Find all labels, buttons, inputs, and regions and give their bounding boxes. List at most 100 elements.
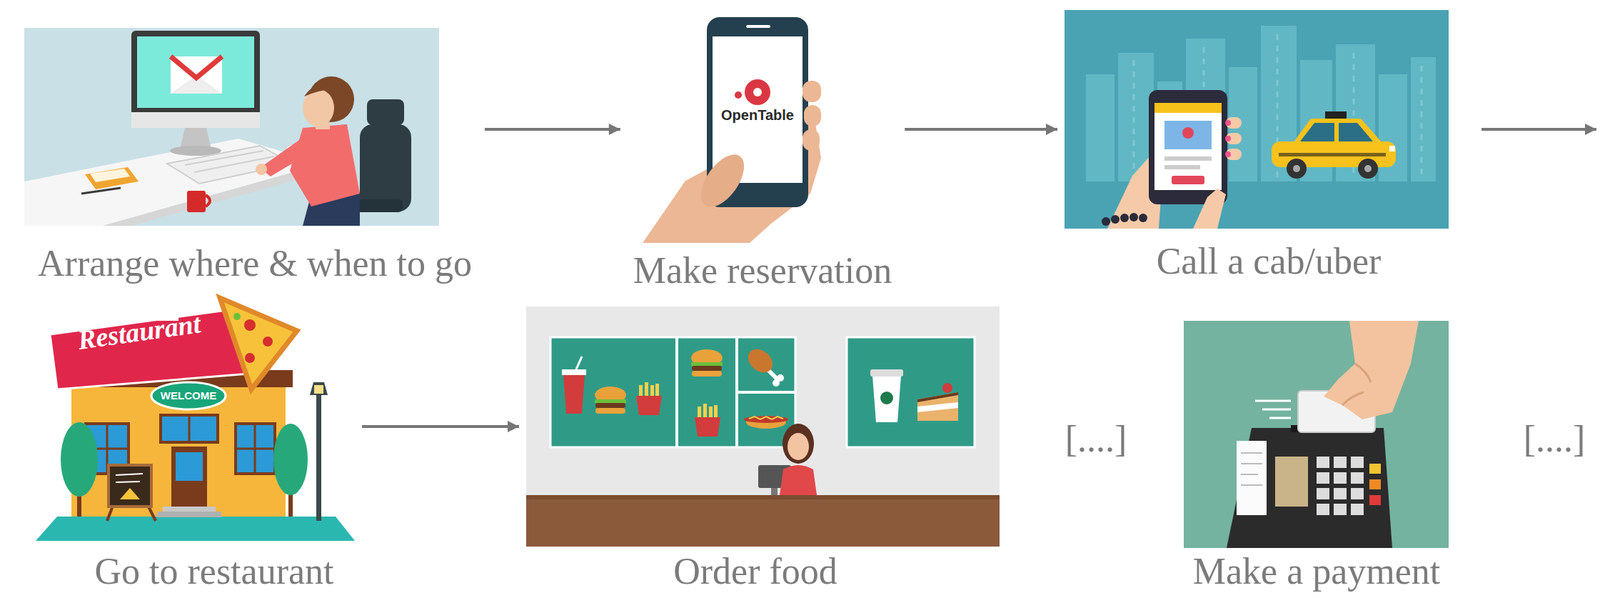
- taxi-illustration-part: [1225, 132, 1242, 145]
- counter-illustration-part: [561, 369, 587, 375]
- counter-illustration-part: [872, 375, 902, 422]
- taxi-illustration-part: [1148, 89, 1228, 205]
- restaurant-illustration-part: [35, 516, 355, 541]
- desk-illustration-part: [89, 168, 130, 183]
- payment-illustration-part: [1316, 456, 1364, 515]
- step-node: Arrange where & when to go: [24, 27, 478, 285]
- counter-illustration-part: [691, 349, 723, 367]
- taxi-illustration-part: [1225, 151, 1231, 158]
- taxi-illustration-part-part: [1133, 59, 1136, 178]
- taxi-illustration-part: [1182, 127, 1194, 139]
- taxi-illustration-part: [1171, 175, 1205, 185]
- counter-illustration-part: [550, 336, 796, 447]
- continue-arrow: [1481, 127, 1597, 131]
- phone-illustration-part: [744, 79, 771, 105]
- counter-illustration-part: [526, 494, 1000, 547]
- counter-illustration-part: [870, 369, 904, 377]
- restaurant-illustration-part-part: [235, 423, 275, 474]
- counter-illustration-part: [691, 370, 722, 377]
- taxi-illustration-part: [1389, 145, 1396, 152]
- counter-illustration-part: [743, 344, 777, 377]
- counter-illustration-part-part: [675, 336, 679, 447]
- taxi-illustration-part: [1164, 156, 1212, 161]
- payment-illustration-part: [1369, 463, 1381, 474]
- desk-illustration-part: [84, 167, 139, 190]
- flow-arrow: [484, 127, 621, 131]
- payment-illustration-part-part: [1333, 456, 1347, 468]
- taxi-illustration-part: [1225, 119, 1231, 126]
- desk-illustration-part: [205, 194, 210, 207]
- payment-illustration-part: [1183, 320, 1449, 548]
- restaurant-illustration-part: [49, 307, 250, 390]
- taxi-illustration-part: [1164, 120, 1212, 150]
- taxi-illustration-part: [1364, 164, 1372, 173]
- taxi-illustration: [1064, 9, 1449, 229]
- desk-illustration-part: [184, 150, 264, 165]
- counter-illustration-part: [576, 356, 582, 370]
- payment-illustration-part-part: [1240, 484, 1263, 486]
- taxi-illustration-part-part: [1420, 65, 1423, 178]
- payment-illustration-part-part: [1350, 503, 1364, 515]
- taxi-illustration-part-part: [1129, 212, 1139, 222]
- counter-illustration-part: [595, 402, 626, 408]
- restaurant-illustration-part: [244, 352, 255, 363]
- phone-illustration-part: [803, 104, 822, 127]
- restaurant-illustration-part: [60, 421, 98, 497]
- payment-illustration-part-part: [1350, 456, 1364, 468]
- desk-illustration-part: [24, 138, 325, 226]
- desk-illustration-part: [170, 56, 223, 78]
- step-caption: Call a cab/uber: [1156, 239, 1382, 283]
- payment-illustration-part: [1226, 427, 1393, 548]
- payment-illustration-part-part: [1269, 416, 1291, 420]
- counter-illustration-part: [694, 416, 721, 437]
- counter-illustration-part: [942, 382, 953, 393]
- welcome-text: WELCOME: [160, 389, 217, 402]
- restaurant-illustration-part-part: [188, 414, 191, 442]
- restaurant-illustration: [35, 287, 355, 541]
- restaurant-illustration-part-part: [115, 473, 143, 475]
- taxi-illustration-part: [1300, 122, 1335, 142]
- taxi-illustration-part: [1154, 102, 1222, 190]
- restaurant-illustration-part: [219, 297, 298, 390]
- taxi-illustration-part-part: [1410, 57, 1436, 182]
- desk-illustration-part: [170, 56, 223, 94]
- taxi-illustration-part-part: [1085, 74, 1115, 182]
- payment-illustration-part-part: [1333, 503, 1347, 515]
- restaurant-illustration-part: [157, 511, 222, 517]
- restaurant-illustration-part: [171, 446, 208, 508]
- phone-illustration-part: [802, 129, 820, 151]
- taxi-illustration-part: [1164, 164, 1201, 170]
- counter-illustration-part: [743, 415, 789, 423]
- step-node: Make reservation: [627, 14, 898, 293]
- taxi-illustration-part: [1193, 188, 1226, 229]
- desk-illustration-part: [366, 99, 405, 125]
- payment-illustration-part: [1275, 456, 1308, 507]
- logo-text: OpenTable: [721, 107, 794, 124]
- phone-illustration: [642, 17, 822, 243]
- sign-text: Restaurant: [75, 307, 203, 356]
- flow-arrow: [904, 127, 1058, 131]
- payment-illustration-part: [1240, 452, 1263, 485]
- taxi-illustration-part-part: [1120, 213, 1129, 223]
- restaurant-illustration-part: [115, 473, 143, 482]
- counter-illustration-part: [846, 336, 975, 447]
- counter-illustration-part: [782, 423, 814, 464]
- counter-illustration-part: [787, 432, 809, 460]
- restaurant-illustration-part: [71, 380, 286, 517]
- step-node: Make a payment: [1183, 320, 1449, 593]
- restaurant-illustration-part: [316, 394, 322, 521]
- taxi-illustration-part: [1338, 122, 1373, 142]
- payment-illustration-part: [1236, 440, 1267, 515]
- payment-illustration-part-part: [1350, 487, 1364, 500]
- restaurant-illustration-part: [151, 381, 226, 410]
- counter-illustration-part: [594, 386, 627, 404]
- restaurant-illustration-part: [309, 381, 328, 395]
- step-caption: Go to restaurant: [94, 549, 334, 593]
- step-caption: Make a payment: [1193, 549, 1441, 593]
- restaurant-illustration-part-part: [160, 414, 218, 442]
- desk-illustration-part: [259, 134, 321, 177]
- counter-illustration-part: [594, 399, 627, 403]
- payment-illustration-part-part: [1316, 456, 1330, 468]
- phone-illustration-part: [692, 147, 753, 215]
